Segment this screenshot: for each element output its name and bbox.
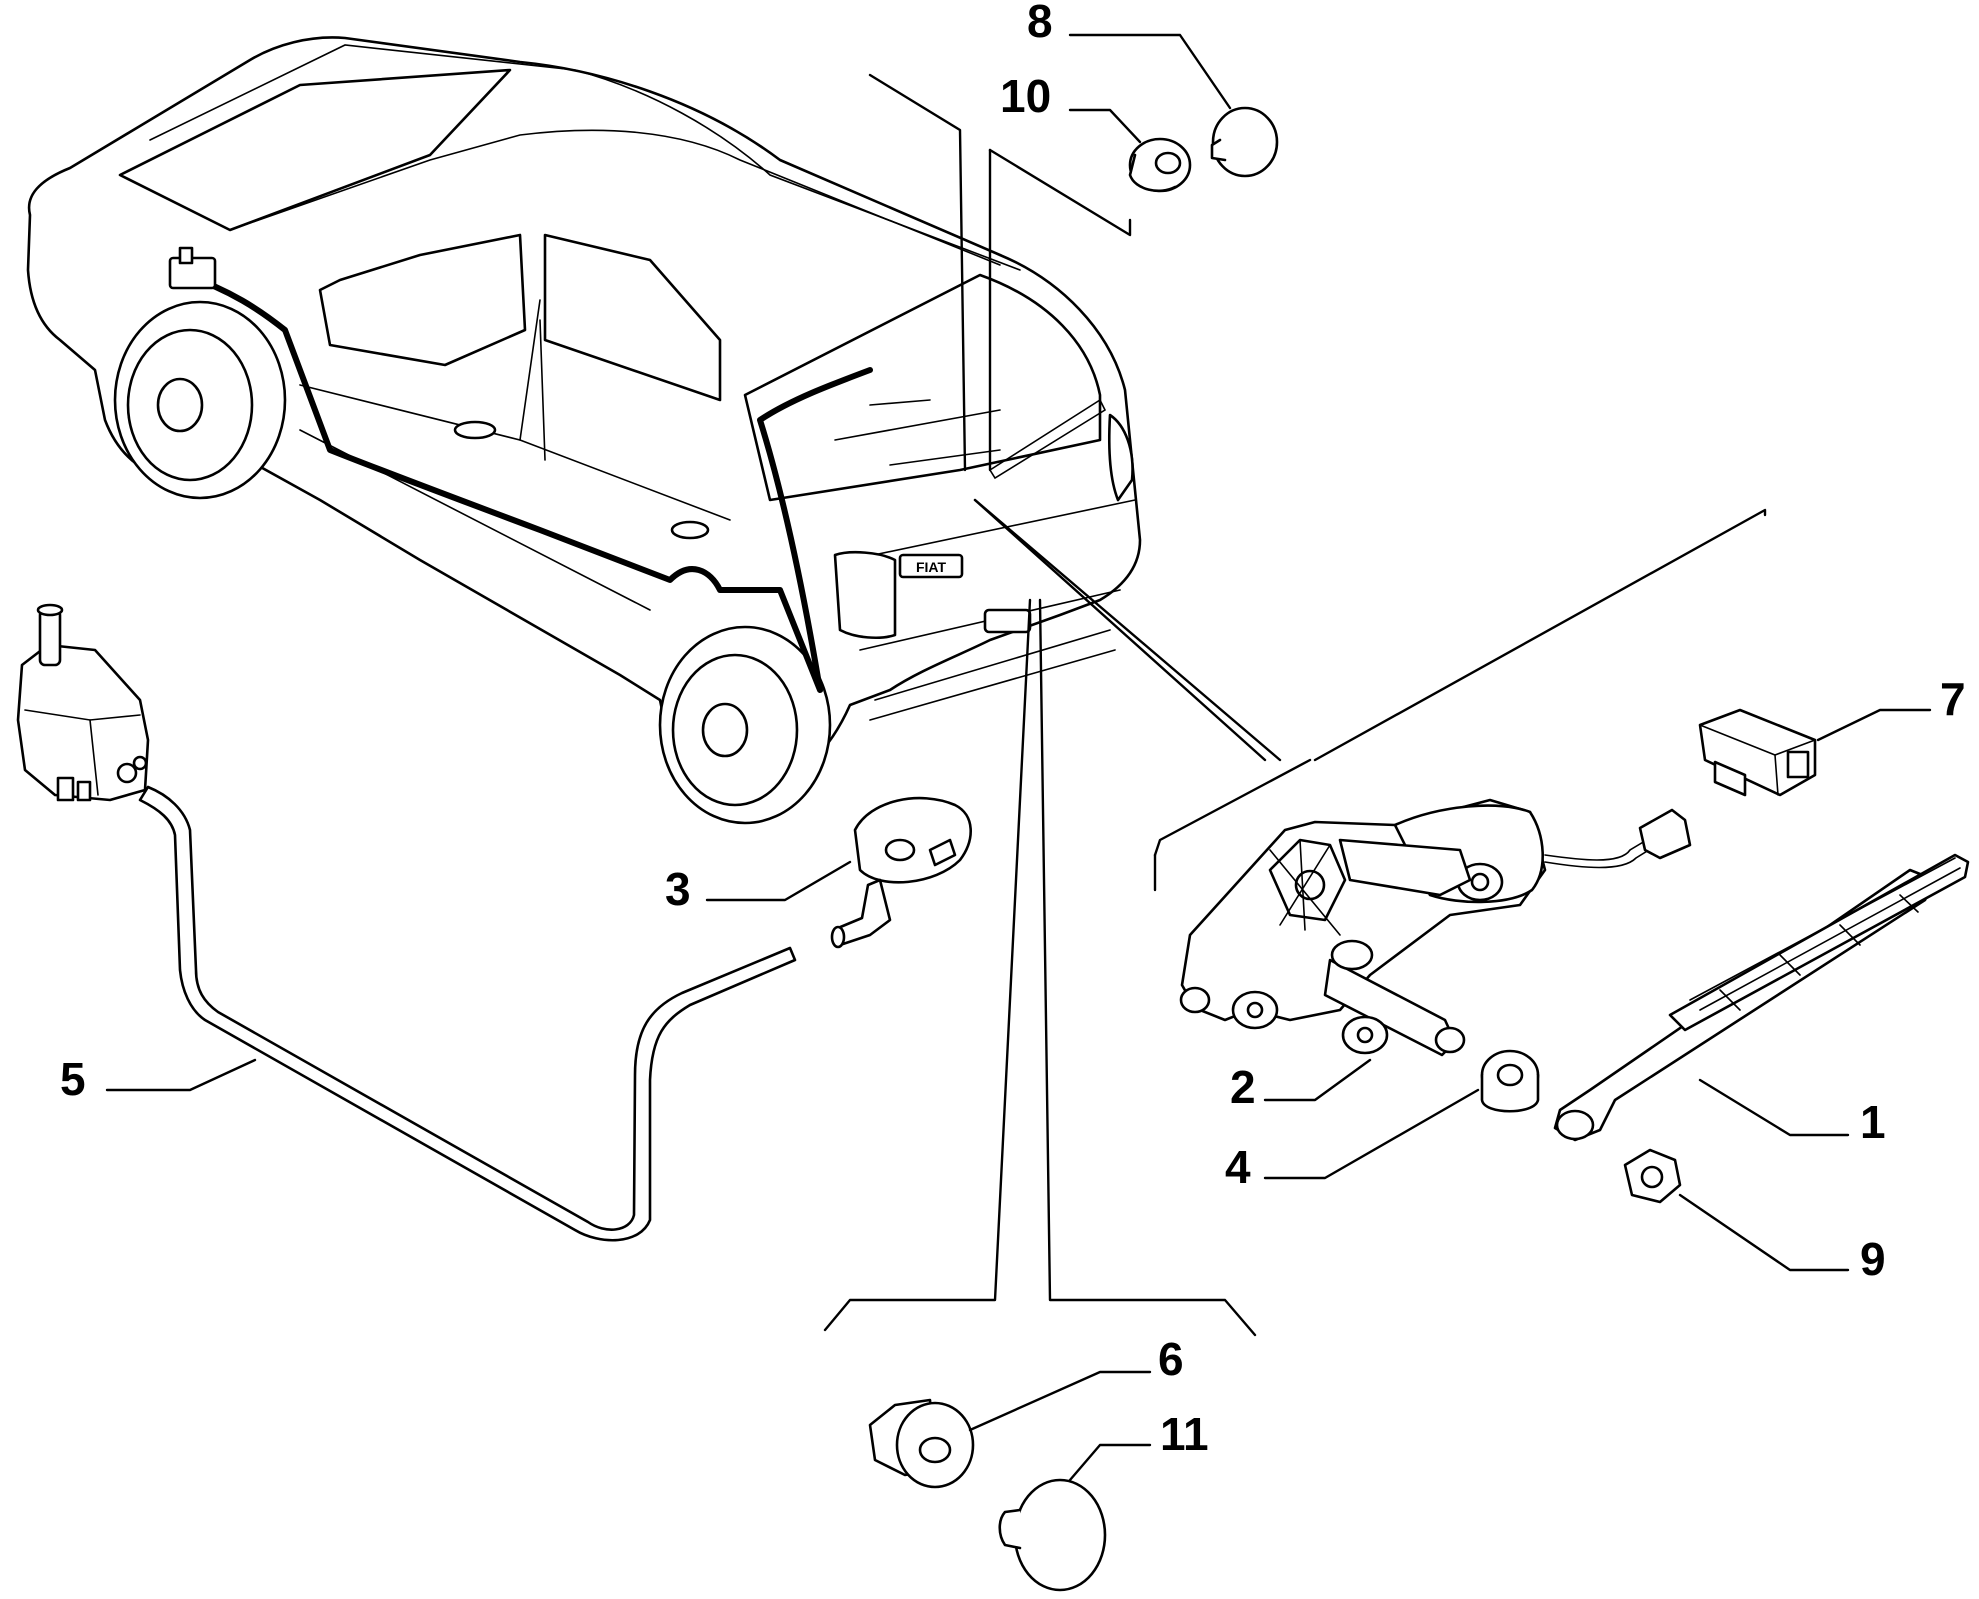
callout-7: 7: [1940, 673, 1966, 725]
callout-11: 11: [1160, 1408, 1209, 1460]
callout-4: 4: [1225, 1141, 1251, 1193]
callout-1: 1: [1860, 1096, 1886, 1148]
leader-lines: [105, 33, 1932, 1482]
callout-10: 10: [1000, 70, 1051, 122]
callout-5: 5: [60, 1053, 86, 1105]
car-badge: FIAT: [916, 559, 947, 575]
front-wheel: [113, 300, 287, 500]
electrical-connector: [1698, 708, 1817, 797]
callout-8: 8: [1027, 0, 1053, 47]
callout-2: 2: [1230, 1061, 1256, 1113]
rear-wiper-motor: [1179, 798, 1692, 1057]
plug-cap-11: [998, 1478, 1107, 1592]
spindle-seal: [1480, 1049, 1540, 1113]
callout-labels: 1 2 3 4 5 6 7 8 9 10 11: [60, 0, 1966, 1460]
plug-cap-8: [1210, 106, 1279, 178]
rear-wiper-arm-with-blade: [1553, 853, 1970, 1142]
grommet-10: [1128, 137, 1192, 193]
washer-nozzle: [830, 796, 972, 949]
callout-9: 9: [1860, 1233, 1886, 1285]
washer-hose: [138, 785, 797, 1242]
callout-6: 6: [1158, 1333, 1184, 1385]
rubber-grommet: [868, 1398, 975, 1489]
rear-wheel: [658, 625, 832, 825]
callout-3: 3: [665, 863, 691, 915]
hex-nut: [1623, 1148, 1682, 1204]
hatchback-vehicle: FIAT: [26, 36, 1142, 825]
washer-pump-reservoir: [16, 603, 150, 802]
